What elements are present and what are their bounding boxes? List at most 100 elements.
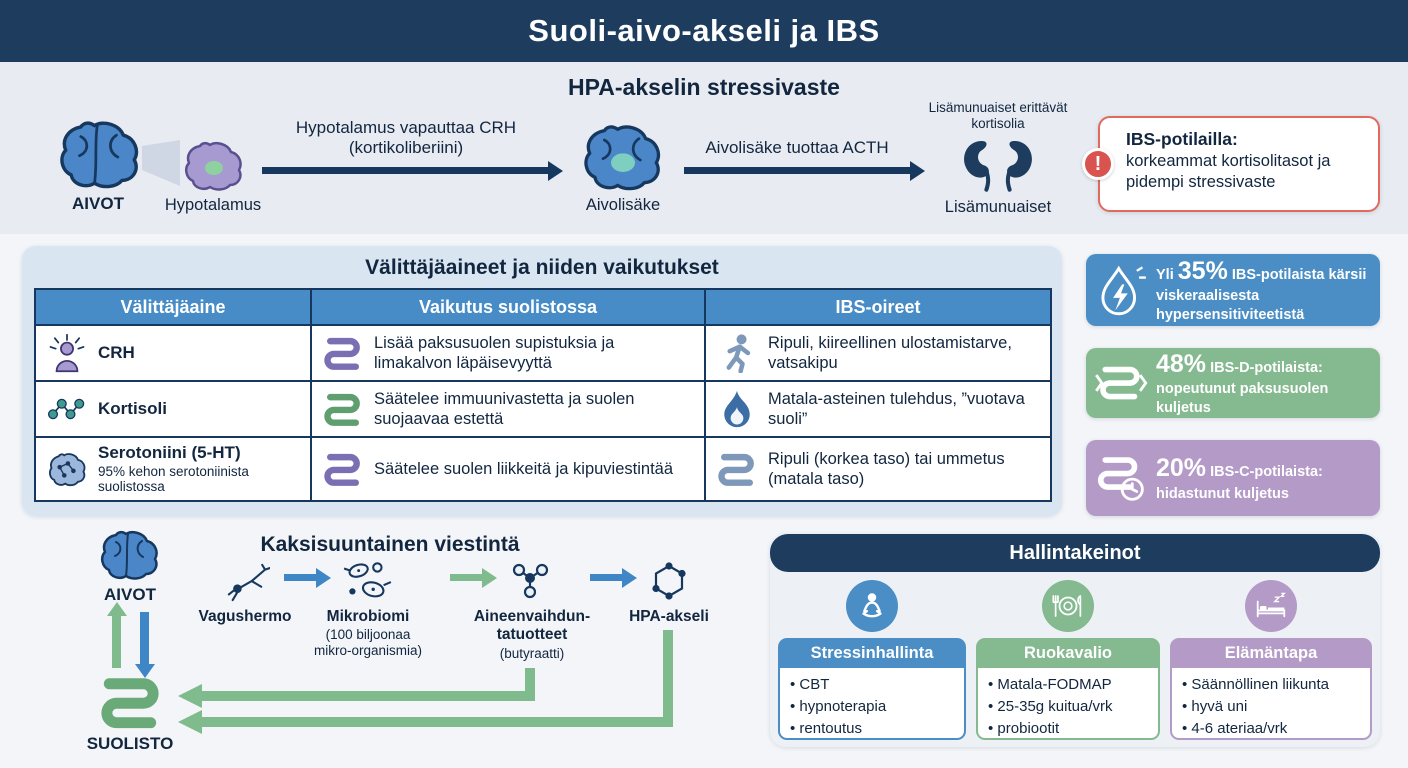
communication-heading: Kaksisuuntainen viestintä — [260, 533, 520, 556]
management-heading: Hallintakeinot — [1009, 541, 1141, 564]
brain-icon — [52, 116, 148, 190]
adrenal-label: Lisämunuaiset — [944, 198, 1052, 216]
diet-pill-label: Ruokavalio — [976, 638, 1160, 668]
hypothalamus-label: Hypotalamus — [164, 196, 262, 214]
mediator-symptoms: Ripuli, kiireellinen ulostamistarve, vat… — [768, 333, 1012, 372]
title-banner: Suoli-aivo-akseli ja IBS — [0, 0, 1408, 62]
metabolites-sub: (butyraatti) — [499, 646, 565, 661]
diet-card: Matala-FODMAP 25-35g kuitua/vrk probioot… — [976, 668, 1160, 740]
ibs-callout-text: korkeammat kortisolitasot ja pidempi str… — [1126, 151, 1331, 192]
stat-value: 35% — [1177, 256, 1228, 285]
molecule-icon — [46, 389, 88, 429]
gut-icon — [94, 674, 166, 730]
crh-arrow — [262, 167, 548, 174]
table-row: Serotoniini (5-HT) 95% kehon serotoniini… — [34, 436, 1052, 502]
mediator-effect: Säätelee suolen liikkeitä ja kipuviestin… — [374, 459, 674, 478]
stat-ibs-d: 48% IBS-D-potilaista: nopeutunut paksusu… — [1086, 348, 1380, 418]
management-panel: Hallintakeinot Stressinhallinta CBT hypn… — [770, 534, 1380, 747]
meditation-icon — [846, 580, 898, 632]
brain-to-gut-arrow — [140, 612, 149, 664]
acth-arrow — [684, 167, 910, 174]
stat-value: 20% — [1156, 454, 1207, 483]
stat-text: IBS-potilaista kärsii viskeraalisesta hy… — [1156, 266, 1367, 324]
hpa-axis-label: HPA-akseli — [629, 608, 709, 625]
hypothalamus-icon — [178, 138, 250, 192]
list-item: 4-6 ateriaa/vrk — [1182, 718, 1364, 740]
list-item: hypnoterapia — [790, 696, 958, 718]
list-item: 25-35g kuitua/vrk — [988, 696, 1152, 718]
lifestyle-card: Säännöllinen liikunta hyvä uni 4-6 ateri… — [1170, 668, 1372, 740]
diet-plate-icon — [1042, 580, 1094, 632]
table-row: CRH Lisää paksusuolen supistuksia ja lim… — [34, 324, 1052, 382]
microbes-icon — [342, 558, 394, 604]
feedback-arrows — [176, 628, 696, 744]
brain-icon — [96, 527, 164, 581]
stat-text: IBS-D-potilaista: nopeutunut paksusuolen… — [1156, 359, 1329, 417]
management-col-stress: Stressinhallinta CBT hypnoterapia rentou… — [778, 578, 966, 743]
mediator-name: CRH — [98, 342, 135, 362]
runner-icon — [716, 333, 758, 373]
person-stress-icon — [46, 333, 88, 373]
kidneys-icon — [950, 134, 1046, 192]
ibs-callout: IBS-potilailla: korkeammat kortisolitaso… — [1098, 116, 1380, 212]
list-item: Säännöllinen liikunta — [1182, 674, 1364, 696]
list-item: rentoutus — [790, 718, 958, 740]
flow-arrow-2 — [450, 574, 482, 581]
list-item: CBT — [790, 674, 958, 696]
stress-card: CBT hypnoterapia rentoutus — [778, 668, 966, 740]
brain-serotonin-icon — [46, 449, 88, 489]
adrenal-top-label: Lisämunuaiset erittävät kortisolia — [928, 100, 1068, 132]
list-item: hyvä uni — [1182, 696, 1364, 718]
vagus-label: Vagushermo — [198, 608, 292, 625]
list-item: probiootit — [988, 718, 1152, 740]
mediator-name: Serotoniini (5-HT) — [98, 443, 241, 463]
list-item: Matala-FODMAP — [988, 674, 1152, 696]
comm-brain-label: AIVOT — [104, 585, 156, 604]
mediator-sub: 95% kehon serotoniinista suolistossa — [98, 463, 249, 495]
brain-label: AIVOT — [72, 194, 124, 213]
stat-hypersensitivity: Yli 35% IBS-potilaista kärsii viskeraali… — [1086, 254, 1380, 326]
drop-lightning-icon — [1094, 264, 1148, 316]
mediators-heading: Välittäjäaineet ja niiden vaikutukset — [365, 256, 719, 279]
comm-gut-label: SUOLISTO — [86, 734, 174, 753]
mediator-symptoms: Ripuli (korkea taso) tai ummetus (matala… — [768, 449, 1005, 488]
hpa-molecule-icon — [646, 560, 692, 602]
bed-sleep-icon — [1245, 580, 1297, 632]
col-header-mediator: Välittäjäaine — [34, 288, 312, 326]
stat-value: 48% — [1156, 349, 1207, 378]
col-header-symptoms: IBS-oireet — [704, 288, 1052, 326]
stat-prefix: Yli — [1156, 266, 1178, 283]
stat-ibs-c: 20% IBS-C-potilaista: hidastunut kuljetu… — [1086, 440, 1380, 516]
shield-gut-icon — [322, 389, 364, 429]
metabolites-icon — [506, 558, 554, 602]
management-col-diet: Ruokavalio Matala-FODMAP 25-35g kuitua/v… — [976, 578, 1160, 743]
intestine-icon — [716, 449, 758, 489]
pituitary-label: Aivolisäke — [585, 196, 661, 214]
management-col-lifestyle: Elämäntapa Säännöllinen liikunta hyvä un… — [1170, 578, 1372, 743]
communication-section: Kaksisuuntainen viestintä AIVOT SUOLISTO… — [0, 524, 770, 768]
gut-clock-icon — [1094, 452, 1148, 504]
projection-beam-icon — [142, 140, 180, 186]
intestine-icon — [322, 449, 364, 489]
management-heading-bar: Hallintakeinot — [770, 534, 1380, 572]
hpa-section: HPA-akselin stressivaste AIVOT Hypotalam… — [0, 62, 1408, 234]
pituitary-icon — [576, 120, 670, 192]
arrow2-label: Aivolisäke tuottaa ACTH — [705, 138, 889, 157]
page-title: Suoli-aivo-akseli ja IBS — [528, 13, 880, 48]
gut-fast-icon — [1094, 357, 1148, 409]
gut-to-brain-arrow — [112, 616, 121, 668]
microbiome-label: Mikrobiomi — [326, 608, 410, 625]
flame-icon — [716, 389, 758, 429]
ibs-callout-title: IBS-potilailla: — [1126, 129, 1238, 149]
col-header-effect: Vaikutus suolistossa — [310, 288, 706, 326]
mediator-effect: Lisää paksusuolen supistuksia ja limakal… — [374, 333, 615, 372]
lifestyle-pill-label: Elämäntapa — [1170, 638, 1372, 668]
stress-pill-label: Stressinhallinta — [778, 638, 966, 668]
metabolites-label: Aineenvaihdun-tatuotteet — [473, 608, 591, 643]
microbiome-sub: (100 biljoonaa mikro-organismia) — [313, 627, 423, 659]
diet-list: Matala-FODMAP 25-35g kuitua/vrk probioot… — [988, 674, 1152, 739]
lifestyle-list: Säännöllinen liikunta hyvä uni 4-6 ateri… — [1182, 674, 1364, 739]
mediator-symptoms: Matala-asteinen tulehdus, ”vuotava suoli… — [768, 389, 1025, 428]
stat-text: IBS-C-potilaista: hidastunut kuljetus — [1156, 464, 1323, 502]
mediator-name: Kortisoli — [98, 398, 167, 418]
